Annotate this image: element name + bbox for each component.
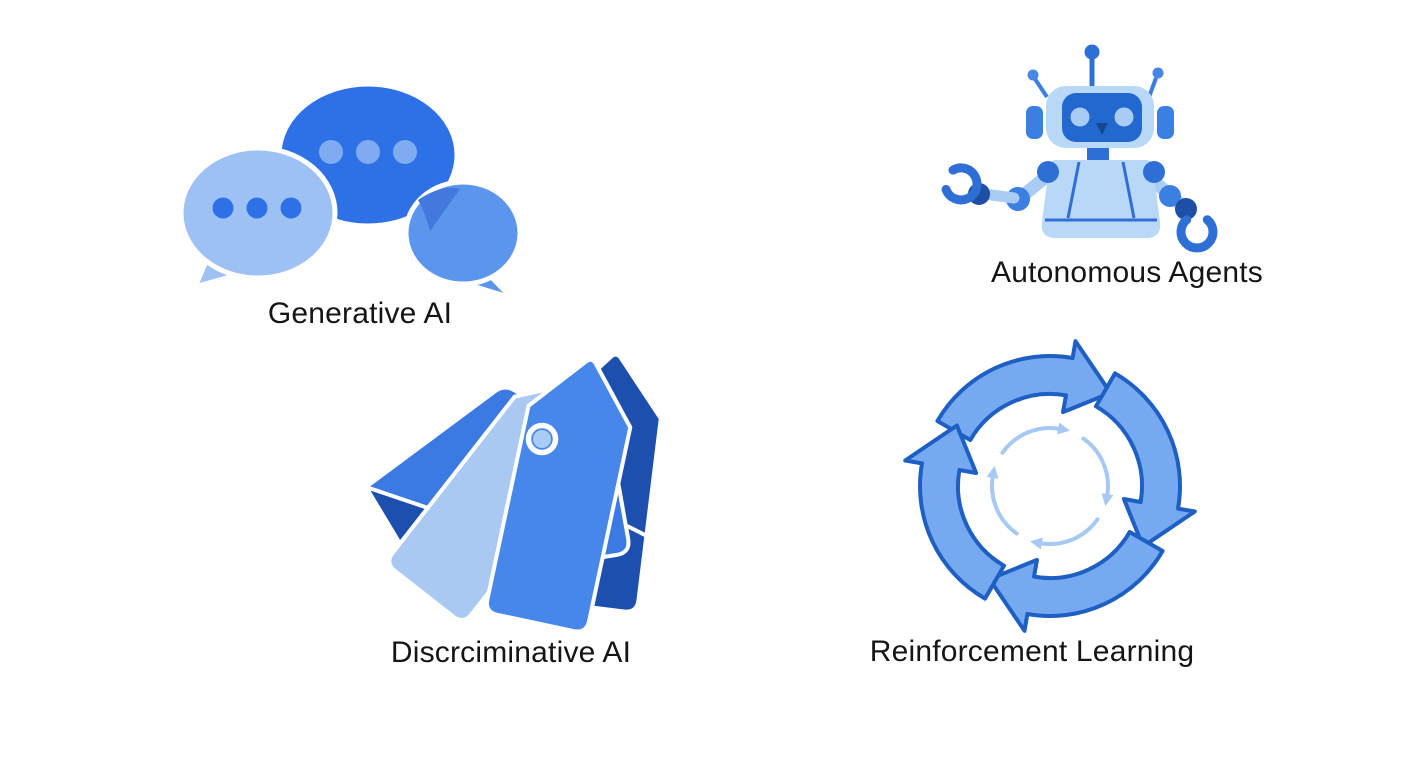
- cycle-arrows-icon: [903, 339, 1197, 633]
- price-tags-icon: [364, 352, 663, 634]
- label-autonomous-agents: Autonomous Agents: [991, 256, 1263, 289]
- chat-bubbles-icon: [178, 81, 523, 299]
- label-reinforcement-learning: Reinforcement Learning: [869, 635, 1195, 668]
- label-discriminative-ai: Discrciminative AI: [390, 636, 632, 669]
- label-generative-ai: Generative AI: [267, 297, 453, 330]
- robot-icon: [941, 44, 1218, 253]
